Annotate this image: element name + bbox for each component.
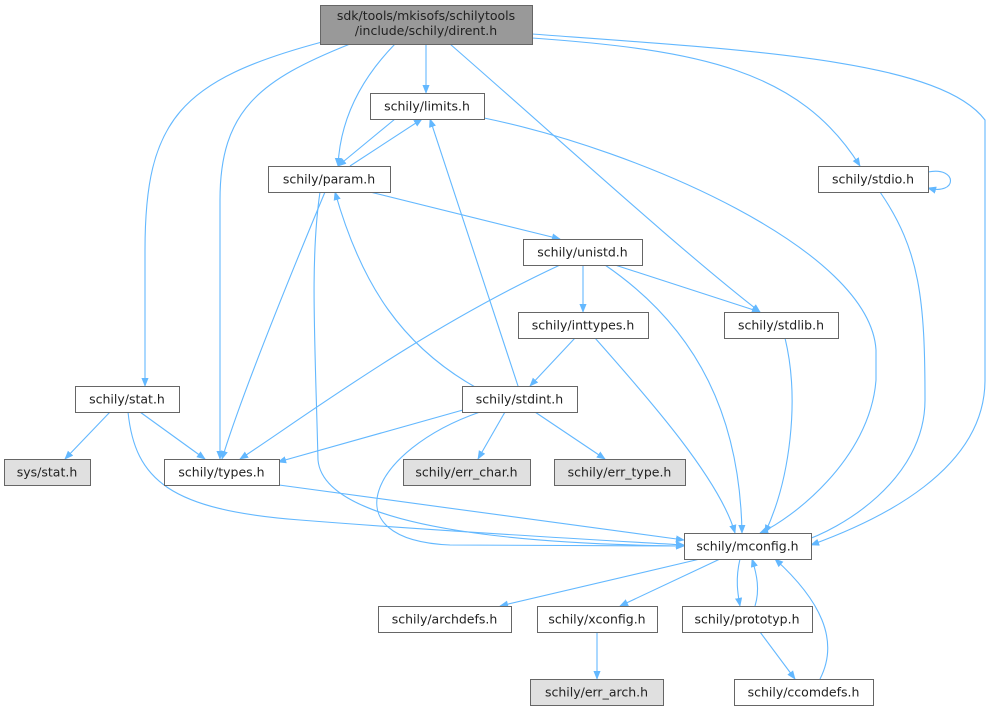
edge-param-to-mconfig [313,191,685,550]
node-box [462,386,578,413]
node-label: schily/prototyp.h [695,612,800,627]
node-err_type: schily/err_type.h [554,459,686,486]
edge-types-to-mconfig [278,484,685,543]
node-label: schily/xconfig.h [548,612,645,627]
edge-prototyp-to-mconfig [750,558,759,607]
edge-mconfig-to-prototyp [735,558,743,607]
node-label: schily/stdio.h [832,172,914,187]
edge-dirent-to-stat [141,41,323,387]
edge-stat-to-mconfig [127,411,685,549]
node-stdint[interactable]: schily/stdint.h [462,386,578,413]
node-sysstat: sys/stat.h [4,459,91,486]
edge-stat-to-types [139,411,206,460]
node-label: schily/err_arch.h [545,685,648,700]
node-err_char: schily/err_char.h [403,459,531,486]
node-err_arch: schily/err_arch.h [530,679,664,706]
edge-dirent-to-stdlib [449,43,761,313]
node-label: schily/unistd.h [537,245,627,260]
edge-inttypes-to-mconfig [594,337,737,534]
node-label: schily/inttypes.h [532,318,635,333]
edge-param-to-types [220,191,326,460]
node-box [4,459,91,486]
node-label: schily/types.h [178,465,264,480]
edge-stat-to-sysstat [64,411,111,460]
node-box [403,459,531,486]
node-unistd[interactable]: schily/unistd.h [523,239,643,266]
edge-dirent-to-types [216,43,351,460]
node-label: schily/stdlib.h [738,318,824,333]
node-stdlib[interactable]: schily/stdlib.h [724,312,839,339]
node-label: sys/stat.h [17,465,78,480]
node-box [268,166,391,193]
node-types[interactable]: schily/types.h [164,459,280,486]
node-box [378,606,512,633]
node-ccomdefs[interactable]: schily/ccomdefs.h [734,679,874,706]
edge-inttypes-to-stdint [529,337,576,387]
edge-limits-to-mconfig [483,117,877,534]
node-dirent[interactable]: sdk/tools/mkisofs/schilytools/include/sc… [320,5,533,45]
node-box [684,533,812,560]
node-box [75,386,180,413]
node-label: schily/limits.h [384,99,470,114]
node-label: /include/schily/dirent.h [355,23,497,38]
node-label: schily/archdefs.h [392,612,498,627]
edge-param-to-unistd [369,191,561,241]
node-box [523,239,643,266]
node-box [537,606,658,633]
node-box [682,606,813,633]
node-box [370,93,485,120]
node-inttypes[interactable]: schily/inttypes.h [518,312,649,339]
edge-stdint-to-err_char [477,411,506,460]
edge-dirent-to-stdio [531,37,861,167]
edge-unistd-to-mconfig [604,264,746,534]
node-label: schily/err_char.h [415,465,517,480]
edge-stdint-to-mconfig [376,411,685,550]
node-box [518,312,649,339]
node-label: schily/param.h [283,172,375,187]
edge-param-to-limits [349,118,423,167]
edge-prototyp-to-ccomdefs [759,631,796,680]
edge-stdio-to-mconfig [799,191,926,544]
node-box [734,679,874,706]
edge-stdint-to-limits [429,118,519,387]
node-box [164,459,280,486]
node-box [554,459,686,486]
node-box [724,312,839,339]
node-param[interactable]: schily/param.h [268,166,391,193]
node-label: schily/ccomdefs.h [748,685,860,700]
node-box [818,166,929,193]
edge-stdio-to-stdio [927,170,952,194]
node-label: sdk/tools/mkisofs/schilytools [337,8,515,23]
edge-mconfig-to-archdefs [499,558,701,608]
node-stdio[interactable]: schily/stdio.h [818,166,929,193]
edge-stdint-to-err_type [534,411,606,460]
node-label: schily/stdint.h [476,392,563,407]
node-archdefs[interactable]: schily/archdefs.h [378,606,512,633]
edge-dirent-to-param [334,43,396,167]
node-label: schily/err_type.h [568,465,672,480]
node-prototyp[interactable]: schily/prototyp.h [682,606,813,633]
edge-dirent-to-mconfig [531,33,986,546]
edge-stdlib-to-mconfig [764,337,793,534]
edge-unistd-to-types [239,264,561,460]
edge-ccomdefs-to-mconfig [774,558,829,680]
node-box [320,5,533,45]
edge-limits-to-param [337,118,396,167]
node-mconfig[interactable]: schily/mconfig.h [684,533,812,560]
node-label: schily/mconfig.h [696,539,798,554]
node-label: schily/stat.h [89,392,165,407]
node-limits[interactable]: schily/limits.h [370,93,485,120]
node-box [530,679,664,706]
edge-mconfig-to-xconfig [619,558,721,607]
edge-stdint-to-types [277,407,471,464]
node-stat[interactable]: schily/stat.h [75,386,180,413]
edge-unistd-to-stdlib [614,264,761,313]
node-xconfig[interactable]: schily/xconfig.h [537,606,658,633]
edge-stdint-to-param [333,191,491,396]
